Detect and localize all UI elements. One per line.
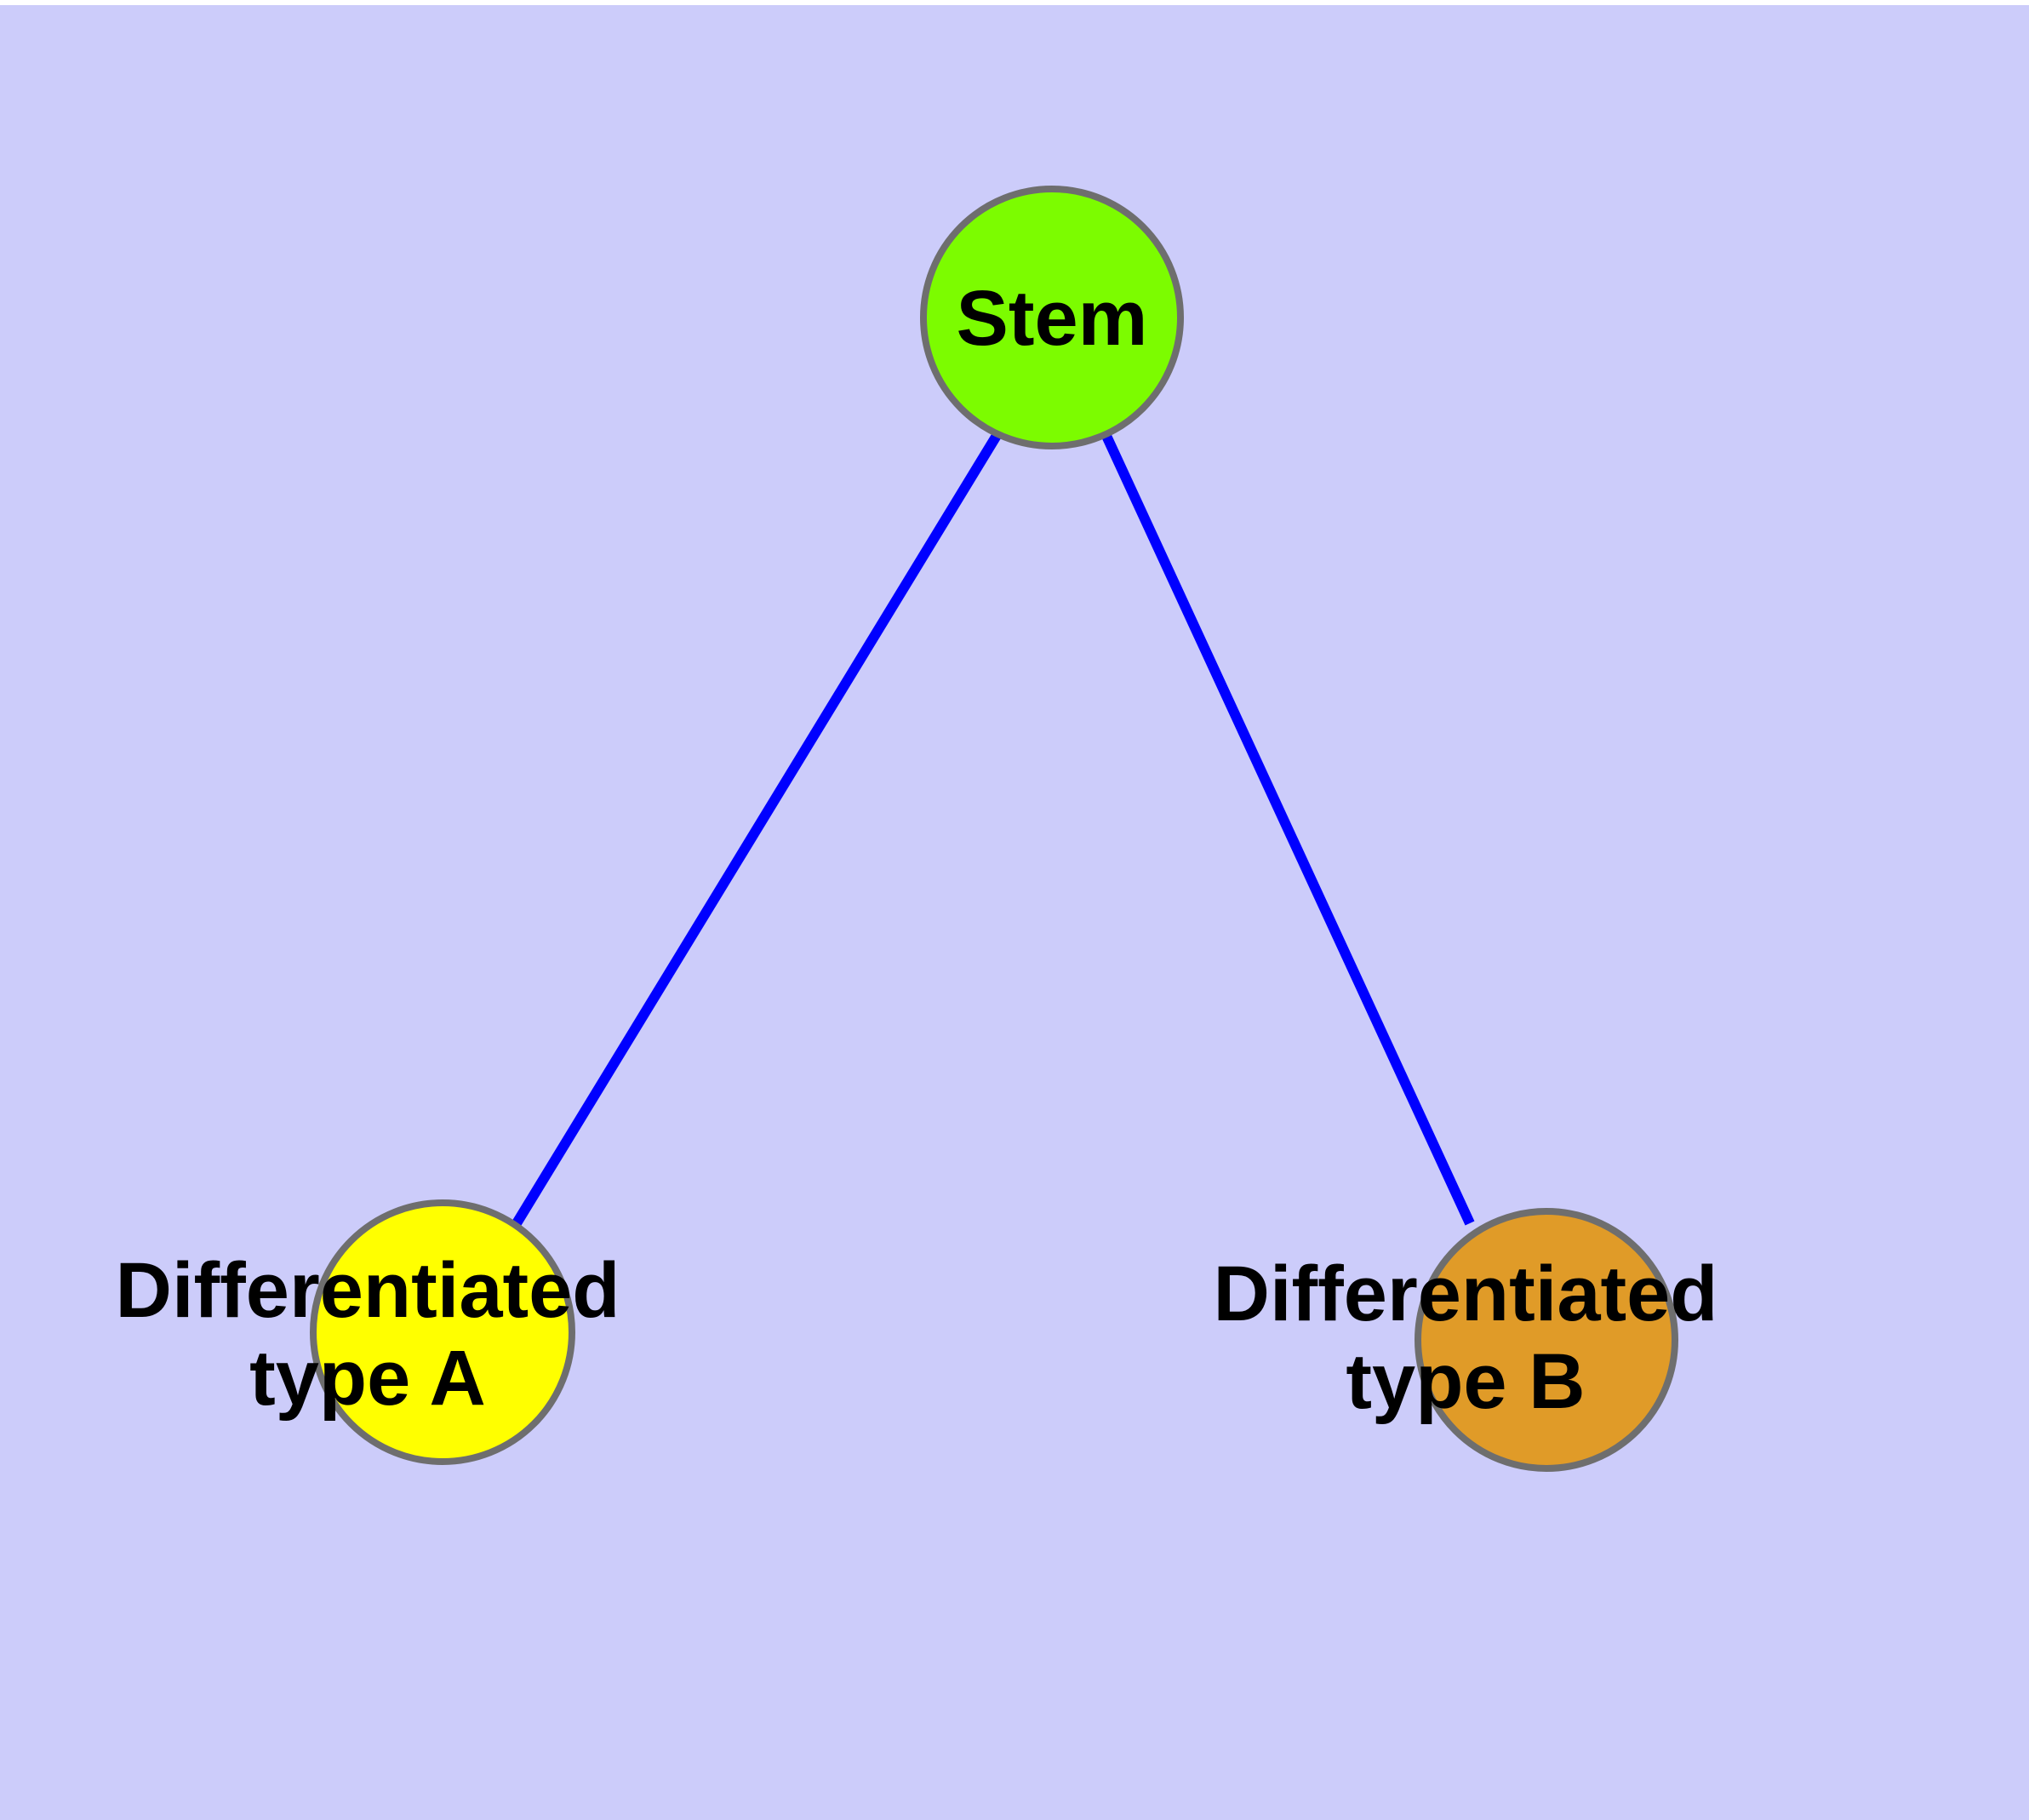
node-differentiated-type-a-label-line-2: type A — [249, 1335, 486, 1422]
node-stem-label-line-1: Stem — [957, 275, 1148, 362]
node-stem-circle[interactable] — [920, 186, 1184, 449]
nodes-layer — [310, 186, 1678, 1472]
node-differentiated-type-a[interactable] — [310, 1199, 575, 1465]
edges-layer — [512, 431, 1475, 1227]
canvas-top-margin — [0, 0, 2029, 5]
edge-stem-to-differentiated-b[interactable] — [1101, 433, 1475, 1226]
node-differentiated-type-a-label-line-1: Differentiated — [116, 1247, 620, 1334]
node-differentiated-type-b-label-line-2: type B — [1346, 1338, 1585, 1425]
node-differentiated-type-b-circle[interactable] — [1415, 1208, 1678, 1472]
node-differentiated-type-a-circle[interactable] — [310, 1199, 575, 1465]
edge-stem-to-differentiated-a[interactable] — [512, 431, 1003, 1227]
node-differentiated-type-b-label-line-1: Differentiated — [1214, 1251, 1718, 1337]
node-differentiated-type-b[interactable] — [1415, 1208, 1678, 1472]
labels-layer: Stem Differentiated type A Differentiate… — [116, 275, 1718, 1425]
node-stem[interactable] — [920, 186, 1184, 449]
